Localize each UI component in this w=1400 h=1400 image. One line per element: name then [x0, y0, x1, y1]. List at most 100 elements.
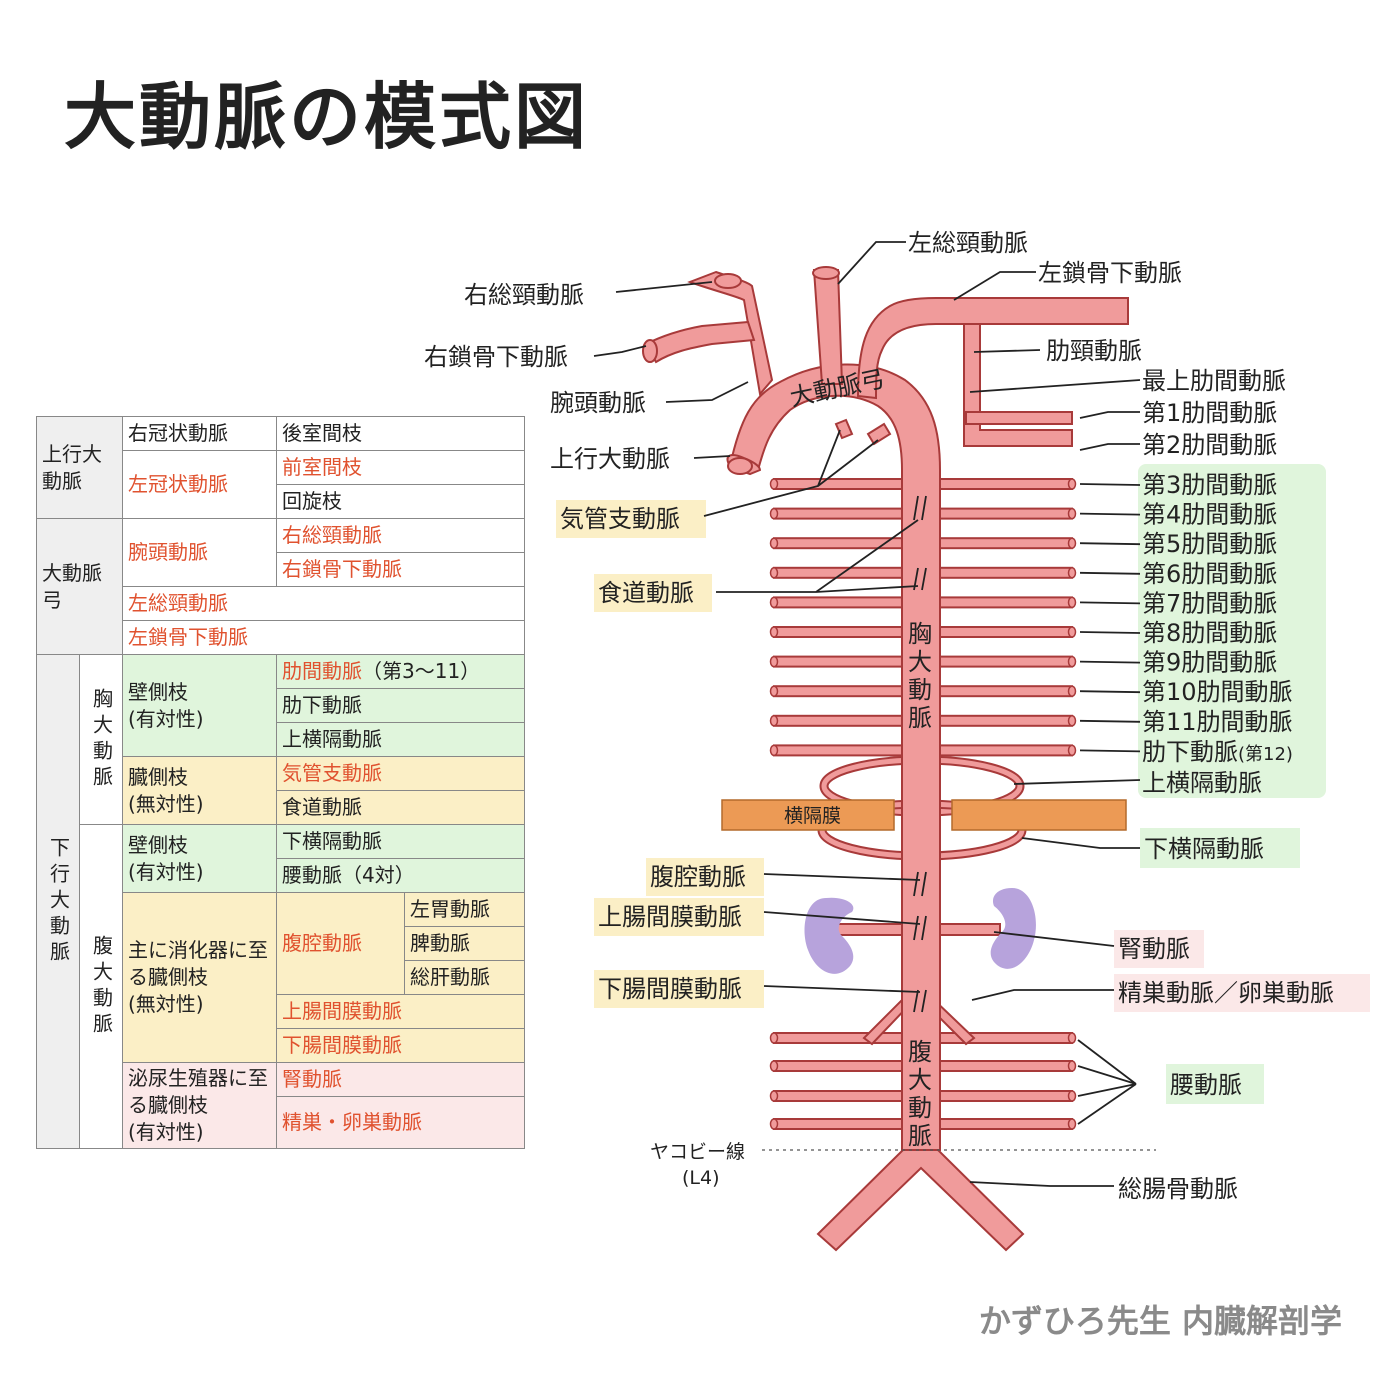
inferior-phrenic-highlight — [1140, 828, 1300, 868]
superior-mesenteric-artery: 上腸間膜動脈 — [276, 994, 525, 1029]
celiac-highlight — [646, 858, 764, 896]
label-right-subclavian: 右鎖骨下動脈 — [424, 343, 568, 371]
common-iliac-arteries — [816, 1147, 1025, 1252]
bronchial-stub-1 — [834, 418, 854, 440]
thoracic-visceral-branches: 臓側枝(無対性) — [122, 756, 277, 825]
leader-intercostal-9 — [1079, 660, 1141, 664]
leader-lines — [593, 241, 1141, 1187]
lumbar-right-opening-2 — [1067, 1060, 1077, 1072]
branch-table: 上行大動脈 右冠状動脈 後室間枝 左冠状動脈 前室間枝 回旋枝 大動脈弓 腕頭動… — [36, 416, 525, 1149]
brachiocephalic-trunk: 腕頭動脈 — [122, 518, 277, 587]
lumbar-highlight — [1166, 1064, 1264, 1104]
intercostal-right-opening-7 — [1067, 596, 1077, 609]
leader-intercostal-7 — [1079, 601, 1141, 605]
bronchial-highlight — [556, 500, 706, 538]
leader-ima — [763, 985, 921, 993]
intercostal-left-opening-4 — [769, 507, 779, 520]
label-gonadal: 精巣動脈／卵巣動脈 — [1118, 979, 1334, 1007]
left-subclavian-vessel — [856, 297, 1129, 400]
thoracic-aorta: 胸大動脈 — [79, 654, 123, 825]
leader-second-intercostal — [1079, 443, 1140, 451]
common-hepatic-artery: 総肝動脈 — [404, 960, 525, 995]
leader-intercostal-10 — [1079, 690, 1141, 694]
jacoby-line: ヤコビー線 (L4) — [650, 1141, 1156, 1189]
diagram-labels: 右総頸動脈 右鎖骨下動脈 腕頭動脈 上行大動脈 気管支動脈 食道動脈 腹腔動脈 … — [424, 229, 1334, 1203]
intercostal-right-opening-5 — [1067, 537, 1077, 549]
aortic-arch-and-descending-aorta — [728, 363, 941, 1151]
esophageal-highlight — [594, 574, 712, 612]
esophageal-stub-1 — [913, 495, 927, 521]
organs — [721, 799, 1127, 974]
label-intercostal-5: 第5肋間動脈 — [1142, 530, 1277, 558]
label-lumbar: 腰動脈 — [1170, 1071, 1242, 1099]
label-brachiocephalic: 腕頭動脈 — [550, 389, 646, 417]
thoracic-aorta-char-2: 大 — [908, 648, 932, 676]
leader-intercostal-8 — [1079, 631, 1141, 634]
circumflex-branch: 回旋枝 — [276, 484, 525, 519]
leader-superior-phrenic — [1013, 779, 1141, 785]
lumbar-left-opening-1 — [769, 1032, 779, 1044]
lumbar-right-opening-1 — [1067, 1032, 1077, 1044]
intercostal-right-opening-11 — [1067, 715, 1077, 727]
label-inferior-phrenic: 下横隔動脈 — [1144, 835, 1264, 863]
leader-right-subclavian — [593, 345, 647, 357]
abdominal-aorta: 腹大動脈 — [79, 824, 123, 1149]
label-supreme-intercostal: 最上肋間動脈 — [1142, 367, 1286, 395]
label-celiac: 腹腔動脈 — [650, 863, 746, 891]
group-aortic-arch: 大動脈弓 — [36, 518, 123, 655]
leader-inferior-phrenic — [1021, 837, 1140, 849]
diaphragm-label: 横隔膜 — [784, 805, 841, 827]
ascending-aorta-opening — [727, 457, 753, 475]
bronchial-arteries: 気管支動脈 — [276, 756, 525, 791]
leader-first-intercostal — [1079, 411, 1140, 419]
intercostal-left-opening-8 — [769, 626, 779, 638]
label-intercostal-7: 第7肋間動脈 — [1142, 589, 1277, 617]
visceral-stubs — [913, 495, 927, 1013]
intercostal-right-opening-10 — [1067, 685, 1077, 697]
intercostal-right-opening-8 — [1067, 626, 1077, 638]
left-common-carotid-opening — [812, 266, 840, 280]
thoracic-aorta-char-1: 胸 — [908, 620, 932, 648]
sma-highlight — [594, 898, 764, 936]
label-sma: 上腸間膜動脈 — [598, 903, 742, 931]
label-intercostal-6: 第6肋間動脈 — [1142, 560, 1277, 588]
intercostal-right-opening-4 — [1067, 507, 1077, 520]
sma-stub — [913, 915, 927, 941]
abdominal-aorta-char-4: 脈 — [908, 1122, 932, 1150]
label-left-subclavian: 左鎖骨下動脈 — [1038, 259, 1182, 287]
label-intercostal-2: 第2肋間動脈 — [1142, 431, 1277, 459]
intercostal-leaders — [1079, 483, 1141, 753]
left-subclavian: 左鎖骨下動脈 — [122, 620, 525, 655]
lower-vessels — [816, 1147, 1025, 1252]
leader-intercostal-11 — [1079, 719, 1141, 723]
lumbar-arteries: 腰動脈（4対） — [276, 858, 525, 893]
label-common-iliac: 総腸骨動脈 — [1118, 1175, 1238, 1203]
lumbar-left-opening-3 — [769, 1090, 779, 1102]
subcostal-artery: 肋下動脈 — [276, 688, 525, 723]
leader-esophageal — [716, 519, 919, 593]
group-ascending-aorta: 上行大動脈 — [36, 416, 123, 519]
intercostal-left-opening-10 — [769, 685, 779, 697]
label-intercostal-8: 第8肋間動脈 — [1142, 619, 1277, 647]
subcostal-left-opening — [769, 744, 779, 757]
right-subclavian-vessel — [644, 320, 756, 364]
intercostal-right-opening-3 — [1067, 478, 1077, 490]
lumbar-left-opening-2 — [769, 1060, 779, 1072]
intercostal-arteries: 肋間動脈（第3〜11） — [276, 654, 525, 689]
page-title: 大動脈の模式図 — [64, 75, 590, 159]
right-common-carotid-opening — [714, 273, 742, 289]
diaphragm-left — [721, 799, 895, 831]
splenic-artery: 脾動脈 — [404, 926, 525, 961]
leader-bronchial — [703, 429, 879, 517]
aorta-trunk — [642, 266, 1129, 1151]
label-costocervical: 肋頸動脈 — [1046, 337, 1142, 365]
author-credit: かずひろ先生 内臓解剖学 — [978, 1302, 1342, 1340]
celiac-trunk: 腹腔動脈 — [276, 892, 405, 995]
label-ima: 下腸間膜動脈 — [598, 975, 742, 1003]
left-coronary-artery: 左冠状動脈 — [122, 450, 277, 519]
leader-costocervical — [973, 349, 1041, 353]
left-gastric-artery: 左胃動脈 — [404, 892, 525, 927]
diaphragm-right — [951, 799, 1127, 831]
right-subclavian-opening — [642, 339, 658, 363]
label-intercostal-11: 第11肋間動脈 — [1142, 708, 1293, 736]
